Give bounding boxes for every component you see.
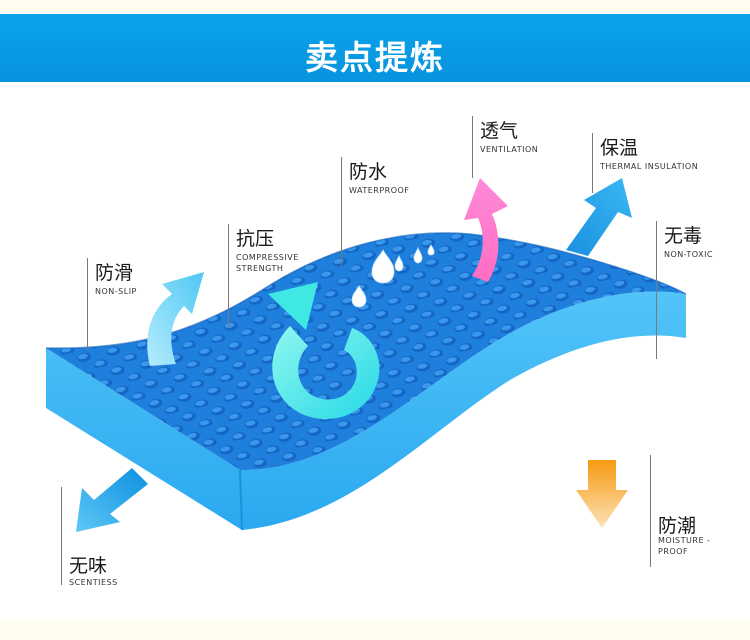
- feature-label-en: NON-SLIP: [95, 287, 137, 296]
- mattress-illustration: [45, 178, 687, 532]
- arrow-down-icon: [576, 460, 628, 528]
- mattress-side: [46, 291, 686, 530]
- arrow-up-right-icon: [566, 178, 632, 256]
- bottom-strip: [0, 620, 750, 640]
- feature-label-cn: 防滑: [95, 262, 134, 284]
- circular-arrow-icon: [268, 282, 380, 420]
- feature-label-en: NON-TOXIC: [664, 250, 714, 259]
- top-strip: [0, 0, 750, 14]
- feature-label-cn: 防水: [349, 161, 388, 183]
- feature-label-en: COMPRESSIVE STRENGTH: [236, 253, 299, 273]
- feature-label-cn: 抗压: [236, 228, 275, 250]
- arrow-down-left-icon: [76, 468, 148, 532]
- feature-label-cn: 无味: [69, 555, 108, 577]
- feature-label-cn: 无毒: [664, 225, 703, 247]
- feature-label-en: MOISTURE -PROOF: [658, 536, 711, 556]
- water-drops-icon: [351, 244, 435, 308]
- title-banner: 卖点提炼: [0, 14, 750, 82]
- feature-label-en: VENTILATION: [480, 145, 539, 154]
- feature-label-cn: 防潮: [658, 515, 697, 537]
- feature-label-cn: 透气: [480, 120, 519, 142]
- curved-arrow-up-icon: [464, 178, 508, 282]
- feature-label-en: WATERPROOF: [349, 186, 410, 195]
- curved-arrow-icon: [147, 272, 204, 366]
- feature-label-en: SCENTIESS: [69, 578, 118, 587]
- feature-label-en: THERMAL INSULATION: [600, 162, 699, 171]
- banner-title: 卖点提炼: [305, 38, 445, 77]
- feature-label-cn: 保温: [600, 137, 639, 159]
